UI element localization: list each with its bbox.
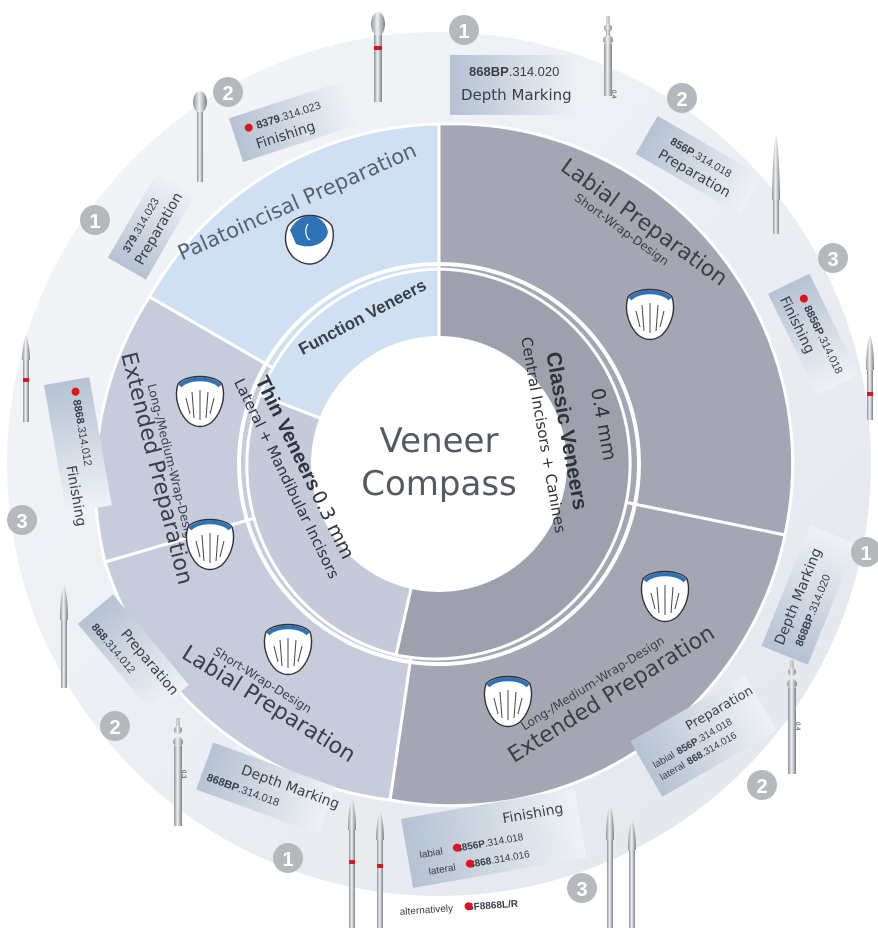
step-badge: 2 [667,83,697,113]
step-badge: 2 [100,711,130,741]
step-badge: 2 [747,770,777,800]
tool-alternative: alternatively SF8868L/R [399,899,519,918]
depth-mark: 0.3 [180,770,186,779]
tool-code: SF8868L/R [467,899,520,914]
svg-text:2: 2 [676,89,687,111]
center-title-line2: Compass [361,464,517,504]
depth-mark: 0.4 [610,90,616,99]
dental-bur-icon [772,134,780,234]
center-title-line1: Veneer [380,421,499,461]
tool-code-rest: .314.020 [509,64,560,79]
step-badge: 1 [449,15,479,45]
svg-text:2: 2 [222,83,233,105]
dental-bur-icon [193,91,207,182]
step-badge: 1 [851,537,878,567]
svg-text:2: 2 [756,776,767,798]
svg-text:3: 3 [576,879,587,901]
dental-bur-icon [866,334,874,420]
tool-code: 8868 [70,399,86,425]
svg-text:868BP.314.020: 868BP.314.020 [469,64,559,79]
svg-text:1: 1 [860,543,871,565]
tooth-icon [284,214,334,265]
dental-bur-icon: 0.4 [787,660,800,774]
tool-code: 8868 [468,856,492,871]
step-badge: 2 [213,77,243,107]
svg-text:3: 3 [827,249,838,271]
dental-bur-icon: 0.4 [603,16,616,99]
svg-text:1: 1 [282,849,293,871]
step-badge: 3 [818,243,848,273]
dental-bur-icon [371,12,385,36]
dental-bur-icon [348,798,356,928]
tool-tab-classic-labial-3: 8856P.314.018 Finishing [768,273,859,395]
step-badge: 3 [567,873,597,903]
svg-text:1: 1 [458,21,469,43]
dental-bur-icon [628,818,636,928]
tool-tab-classic-labial-1: 868BP.314.020 Depth Marking [450,55,580,115]
compass-center [311,336,567,592]
svg-text:3: 3 [16,511,27,533]
dental-bur-icon [60,584,68,688]
svg-text:1: 1 [89,211,100,233]
step-badge: 1 [273,843,303,873]
tool-prefix: labial [419,846,444,861]
svg-text:2: 2 [109,717,120,739]
dental-bur-icon [606,804,614,928]
tool-step-label: Depth Marking [461,86,572,104]
step-badge: 1 [80,205,110,235]
tool-tab-classic-extended-2: Preparation labial856P.314.018 lateral86… [630,675,777,797]
dental-bur-icon [22,334,30,422]
depth-mark: 0.4 [794,722,800,731]
tool-tab-function-1: 379.314.023 Preparation [107,172,195,280]
tool-code: 868BP [469,64,509,79]
tool-prefix: alternatively [399,903,453,918]
dental-bur-icon [376,810,384,928]
tool-code: 8856P [456,839,487,855]
step-badge: 3 [7,505,37,535]
dental-bur-icon: 0.3 [173,718,186,826]
tool-prefix: lateral [428,862,457,878]
tool-tab-thin-extended-3: 8868.314.012 Finishing [43,377,112,528]
